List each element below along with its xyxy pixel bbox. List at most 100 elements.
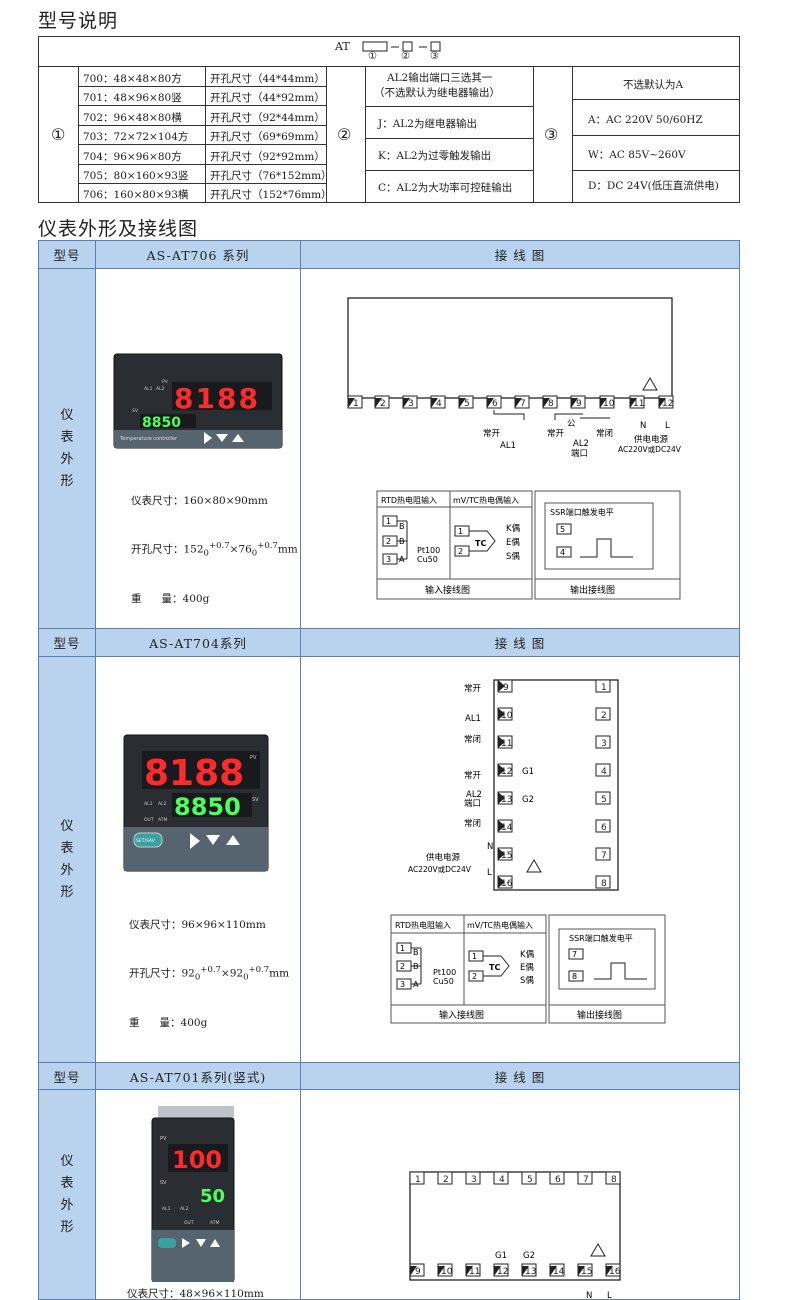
svg-text:G1: G1 xyxy=(495,1251,507,1261)
svg-text:2: 2 xyxy=(400,962,405,971)
svg-text:SV: SV xyxy=(252,797,259,803)
svg-text:7: 7 xyxy=(572,950,577,959)
svg-text:8188: 8188 xyxy=(174,382,260,415)
terminal-label-16: 16 xyxy=(609,1267,621,1277)
al2-header-2: （不选默认为继电器输出） xyxy=(374,87,500,99)
terminal-label-7: 7 xyxy=(520,399,526,409)
power-option-d: D：DC 24V(低压直流供电) xyxy=(588,180,719,192)
size-cut-704: 开孔尺寸（92*92mm） xyxy=(210,151,325,163)
power-header: 不选默认为A xyxy=(623,79,684,91)
svg-text:AL2: AL2 xyxy=(156,386,165,392)
svg-text:AC220V或DC24V: AC220V或DC24V xyxy=(618,444,682,454)
svg-text:输入接线图: 输入接线图 xyxy=(425,584,470,596)
svg-text:PV: PV xyxy=(160,1136,167,1142)
svg-text:TC: TC xyxy=(489,963,500,972)
svg-text:L: L xyxy=(487,868,492,878)
size-cut-703: 开孔尺寸（69*69mm） xyxy=(210,131,325,143)
svg-text:A: A xyxy=(399,555,405,564)
terminal-label-2: 2 xyxy=(380,399,386,409)
svg-text:8850: 8850 xyxy=(174,793,241,821)
size-cut-702: 开孔尺寸（92*44mm） xyxy=(210,112,325,124)
svg-text:供电电源: 供电电源 xyxy=(426,852,461,863)
size-code-701: 701：48×96×80竖 xyxy=(83,92,182,104)
terminal-label-3: 3 xyxy=(408,399,414,409)
svg-text:供电电源: 供电电源 xyxy=(634,434,669,445)
svg-text:SSR端口触发电平: SSR端口触发电平 xyxy=(550,507,614,517)
svg-text:E偶: E偶 xyxy=(520,962,534,973)
terminal-7 xyxy=(577,1171,593,1185)
svg-text:K偶: K偶 xyxy=(506,523,520,534)
svg-text:B: B xyxy=(399,537,405,546)
size-code-706: 706：160×80×93横 xyxy=(83,189,189,201)
svg-text:1: 1 xyxy=(386,517,391,526)
marker-1: ① xyxy=(51,125,66,144)
svg-text:L: L xyxy=(607,1291,612,1300)
terminal-4 xyxy=(595,763,611,777)
terminal-label-9: 9 xyxy=(415,1267,421,1277)
terminal-5 xyxy=(595,791,611,805)
svg-text:A: A xyxy=(413,980,419,989)
side-label-706: 仪表外形 xyxy=(39,269,95,628)
size-cut-701: 开孔尺寸（44*92mm） xyxy=(210,92,325,104)
col-wiring-header-704: 接 线 图 xyxy=(301,629,739,656)
svg-text:AC220V或DC24V: AC220V或DC24V xyxy=(408,864,472,874)
svg-text:B: B xyxy=(413,948,419,957)
svg-text:常闭: 常闭 xyxy=(464,734,481,745)
svg-text:输出接线图: 输出接线图 xyxy=(570,584,615,596)
terminal-label-13: 13 xyxy=(501,795,512,805)
size-cut-700: 开孔尺寸（44*44mm） xyxy=(210,73,325,85)
col-wiring-header-701: 接 线 图 xyxy=(301,1063,739,1089)
size-code-700: 700：48×48×80方 xyxy=(83,73,182,85)
svg-text:mV/TC热电偶输入: mV/TC热电偶输入 xyxy=(467,920,533,930)
device-image-701: 100 PV SV 50 AL1 AL2 OUT ATM xyxy=(151,1106,235,1282)
al2-option-c: C：AL2为大功率可控硅输出 xyxy=(378,182,513,194)
spec-size-706: 仪表尺寸：160×80×90mm xyxy=(131,495,268,507)
spec-cutout-706: 开孔尺寸：1520+0.7×760+0.7mm xyxy=(131,541,298,559)
svg-text:1: 1 xyxy=(472,952,477,961)
svg-text:1: 1 xyxy=(400,944,405,953)
model-name-706: AS-AT706 系列 xyxy=(96,241,300,268)
marker-1-top: ① xyxy=(368,51,377,62)
power-option-w: W：AC 85V~260V xyxy=(588,149,686,161)
svg-text:8: 8 xyxy=(572,972,577,981)
svg-text:常开: 常开 xyxy=(547,428,565,439)
io-diagram-704: RTD热电阻输入 mV/TC热电偶输入 SSR端口触发电平 输入接线图 输出接线… xyxy=(390,914,666,1024)
marker-2-top: ② xyxy=(401,51,410,62)
svg-text:AL2: AL2 xyxy=(180,1206,189,1212)
spec-size-704: 仪表尺寸：96×96×110mm xyxy=(129,919,266,931)
terminal-6 xyxy=(549,1171,565,1185)
svg-text:AL1: AL1 xyxy=(144,386,153,392)
svg-text:K偶: K偶 xyxy=(520,949,534,960)
model-prefix: AT xyxy=(335,40,350,53)
svg-text:AL1: AL1 xyxy=(144,801,153,807)
svg-text:AL1: AL1 xyxy=(500,441,516,451)
model-name-704: AS-AT704系列 xyxy=(96,629,300,656)
svg-text:端口: 端口 xyxy=(571,448,588,459)
terminal-label-3: 3 xyxy=(471,1175,477,1185)
svg-text:50: 50 xyxy=(200,1186,225,1207)
svg-text:2: 2 xyxy=(386,537,391,546)
section-title-wiring: 仪表外形及接线图 xyxy=(38,218,199,240)
svg-text:RTD热电阻输入: RTD热电阻输入 xyxy=(381,495,437,505)
terminal-label-1: 1 xyxy=(353,399,359,409)
col-model-header-706: 型号 xyxy=(39,241,95,268)
terminal-label-14: 14 xyxy=(501,823,513,833)
terminal-label-7: 7 xyxy=(583,1175,589,1185)
svg-text:S偶: S偶 xyxy=(520,975,534,986)
terminal-label-3: 3 xyxy=(601,739,607,749)
marker-2: ② xyxy=(337,125,352,144)
model-name-701: AS-AT701系列(竖式) xyxy=(96,1063,300,1089)
section-title-model: 型号说明 xyxy=(38,10,119,32)
terminal-label-2: 2 xyxy=(443,1175,449,1185)
svg-text:Cu50: Cu50 xyxy=(433,977,454,986)
svg-text:公: 公 xyxy=(567,419,576,429)
svg-text:1: 1 xyxy=(458,527,463,536)
terminal-label-12: 12 xyxy=(662,399,673,409)
svg-text:AL1: AL1 xyxy=(465,714,481,724)
svg-text:AL2: AL2 xyxy=(158,801,167,807)
svg-text:N: N xyxy=(640,421,646,431)
power-option-a: A：AC 220V 50/60HZ xyxy=(588,114,703,126)
svg-text:Pt100: Pt100 xyxy=(417,546,440,555)
marker-3: ③ xyxy=(544,125,559,144)
